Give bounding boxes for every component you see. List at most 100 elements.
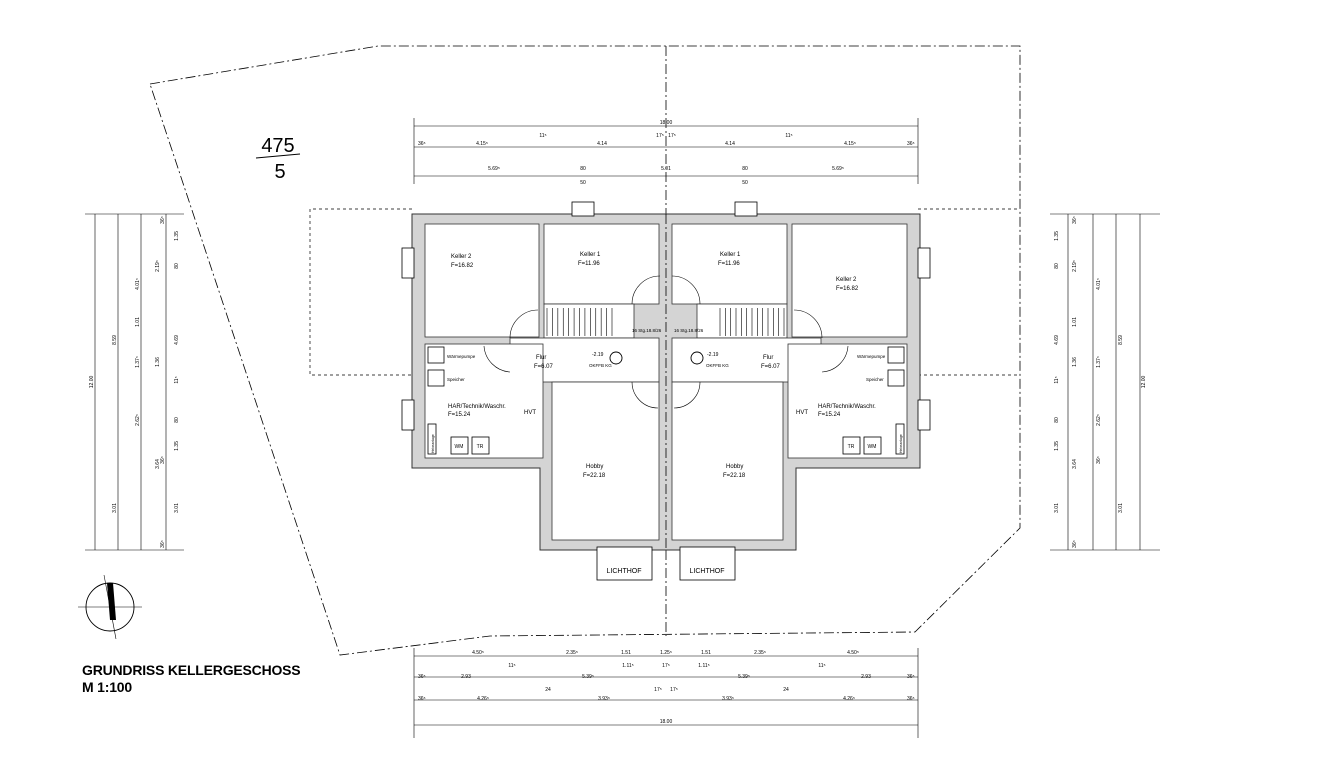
dim-bot-r3-7: 24: [783, 687, 789, 693]
drawing-title: GRUNDRISS KELLERGESCHOSS M 1:100: [82, 662, 301, 696]
dim-left-sub1: 8.59: [112, 335, 118, 345]
dim-right-a-1: 1.01: [1072, 317, 1078, 327]
dim-right-b-4: 4.69: [1054, 335, 1060, 345]
window-top-right: [734, 201, 758, 217]
dim-bot-r1-3: 1.25⁵: [660, 650, 672, 656]
dim-bot-r3-0: 36⁵: [418, 696, 426, 702]
label-hebeanlage-right: Hebeanlage: [899, 434, 903, 453]
dim-left-b-9: 36⁵: [160, 456, 166, 464]
dim-left-a-2: 1.37⁵: [135, 356, 141, 368]
dim-bot-overall: 18.00: [660, 719, 673, 725]
room-keller2-left: [424, 223, 540, 338]
label-wm-left: WM: [455, 444, 464, 450]
area-keller2-right: F=16.82: [836, 286, 859, 292]
wm-left-box: [450, 436, 469, 455]
dim-left-b-5: 11⁵: [174, 376, 180, 383]
dim-right-overall: 12.00: [1141, 376, 1147, 389]
dim-right-a-3: 2.62⁵: [1096, 414, 1102, 426]
dim-left-b-11: 36⁵: [160, 540, 166, 548]
dim-left-b-1: 1.35: [174, 231, 180, 241]
label-tr-left: TR: [477, 444, 484, 450]
lichthof-right-box: [679, 546, 736, 581]
dim-bot-r3-1: 4.26⁵: [477, 696, 489, 702]
wm-right-box: [863, 436, 882, 455]
label-hvt-left: HVT: [524, 410, 536, 416]
lichthof-left-box: [596, 546, 653, 581]
level-marker-left: [609, 351, 623, 365]
label-level2-left: OKFFB KG: [589, 363, 612, 368]
window-left-1: [401, 247, 415, 279]
dim-right-b-1: 1.35: [1054, 231, 1060, 241]
label-stair-left: 16 Stg.18.8/26: [632, 328, 662, 333]
dim-right-b-7: 80: [1054, 417, 1060, 423]
dim-left-a-1: 1.01: [135, 317, 141, 327]
area-keller1-left: F=11.96: [578, 261, 600, 267]
area-hobby-left: F=22.18: [583, 473, 606, 479]
room-hobby-right: [671, 381, 784, 541]
hebeanlage-left-box: [427, 423, 437, 455]
label-waermepumpe-right: Wärmepumpe: [857, 354, 886, 359]
dim-left-b-6: 1.36: [155, 357, 161, 367]
dim-bot-r3-4: 17⁵: [654, 687, 662, 693]
area-har-left: F=15.24: [448, 412, 471, 418]
drawing-title-line1: GRUNDRISS KELLERGESCHOSS: [82, 662, 301, 678]
label-tr-right: TR: [848, 444, 855, 450]
dim-bot-r3-6: 3.93⁵: [722, 696, 734, 702]
dim-right-b-5: 11⁵: [1054, 376, 1060, 383]
window-right-1: [917, 247, 931, 279]
speicher-left-box: [427, 369, 445, 387]
label-hobby-right: Hobby: [726, 464, 743, 470]
door-arc-left-d: [631, 381, 659, 409]
dim-left-a-5: 3.01: [112, 503, 118, 513]
dim-bot-r2-3: 5.39⁵: [738, 674, 750, 680]
level-marker-right: [690, 351, 704, 365]
dim-right-a-0: 4.01⁵: [1096, 278, 1102, 290]
dimension-lines-top: [413, 118, 919, 184]
waermepumpe-left-box: [427, 346, 445, 364]
dim-right-b-9: 36⁵: [1096, 456, 1102, 464]
dim-top-r2-1: 80: [580, 166, 586, 172]
dim-top-r1-8: 4.15⁵: [844, 141, 856, 147]
dim-bot-r3-8: 4.26⁵: [843, 696, 855, 702]
door-arc-right-b: [671, 275, 701, 305]
area-keller2-left: F=16.82: [451, 263, 474, 269]
label-keller2-left: Keller 2: [451, 254, 472, 260]
dim-right-b-0: 36⁵: [1072, 216, 1078, 224]
area-flur-right: F=6.07: [761, 364, 781, 370]
dim-top-overall: 18.00: [660, 120, 673, 126]
dim-bot-r1b-1: 1.11⁵: [622, 663, 633, 669]
dim-right-b-6: 1.36: [1072, 357, 1078, 367]
door-arc-right-c: [821, 345, 849, 373]
dim-bot-r1-0: 4.50⁵: [472, 650, 484, 656]
terrace-left-outline: [309, 208, 412, 376]
dim-bot-r1-1: 2.35⁵: [566, 650, 578, 656]
dim-right-b-10: 3.01: [1054, 503, 1060, 513]
parcel-denominator: 5: [274, 161, 285, 183]
dim-bot-r2-5: 36⁵: [907, 674, 915, 680]
room-stair-right: [696, 303, 788, 339]
dim-left-a-3: 2.62⁵: [135, 414, 141, 426]
parcel-fraction-line: [255, 153, 301, 159]
dim-top-r1-7: 11⁵: [785, 133, 792, 139]
label-hvt-right: HVT: [796, 410, 808, 416]
room-keller1-right: [671, 223, 788, 305]
dim-left-a-4: 3.64: [155, 459, 161, 469]
area-flur-left: F=6.07: [534, 364, 554, 370]
tr-left-box: [471, 436, 490, 455]
dim-right-a-5: 3.01: [1118, 503, 1124, 513]
dim-bot-r1-4: 1.51: [701, 650, 711, 656]
waermepumpe-right-box: [887, 346, 905, 364]
dim-left-b-3: 2.19⁵: [155, 260, 161, 272]
hebeanlage-right-box: [895, 423, 905, 455]
dim-left-b-2: 80: [174, 263, 180, 269]
dim-bot-r3-5: 17⁵: [670, 687, 678, 693]
room-stair-left: [543, 303, 635, 339]
dim-left-overall: 12.00: [89, 376, 95, 389]
dim-bot-r2-2: 5.39⁵: [582, 674, 594, 680]
dim-top-r1-5: 17⁵: [668, 133, 676, 139]
label-flur-left: Flur: [536, 355, 546, 361]
label-har-left: HAR/Technik/Waschr.: [448, 404, 506, 410]
dim-bot-r2-1: 2.93: [461, 674, 471, 680]
drawing-scale: M 1:100: [82, 679, 132, 695]
dim-top-r2-4: 5.69⁵: [832, 166, 844, 172]
